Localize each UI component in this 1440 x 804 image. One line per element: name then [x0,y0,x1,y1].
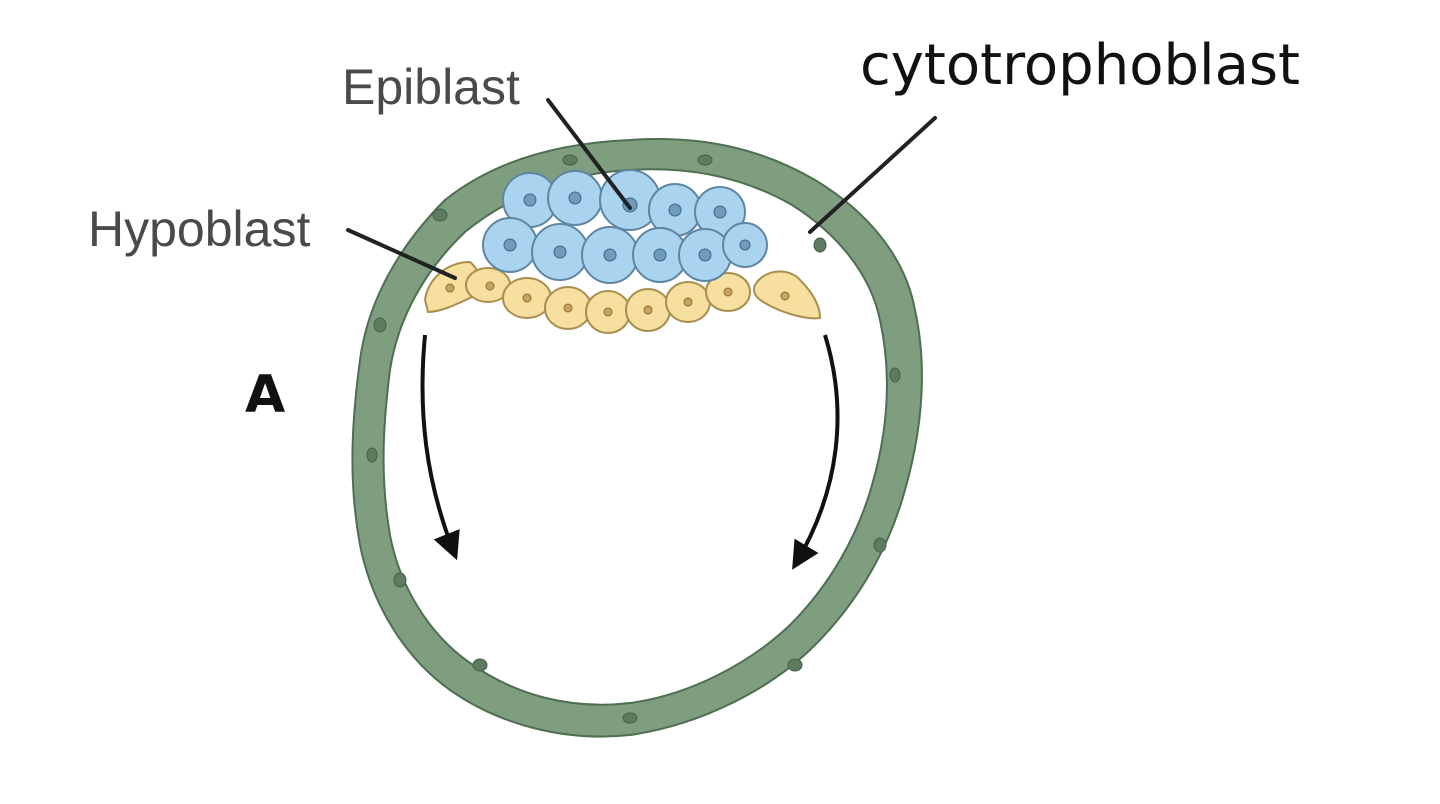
nucleus [553,245,567,259]
right-arrow [792,334,840,570]
nucleus [873,537,887,553]
nucleus [697,154,713,166]
nucleus [723,287,733,297]
nucleus [366,447,378,463]
nucleus [813,237,827,253]
nucleus [668,203,682,217]
nucleus [432,208,448,222]
hypoblast-layer [423,260,822,334]
nucleus [643,305,653,315]
nucleus [780,291,790,301]
leader-lines [346,98,937,280]
nucleus [787,658,803,672]
nucleus [373,317,387,333]
nucleus [522,293,532,303]
left-arrow [420,334,460,561]
nucleus [653,248,667,262]
nucleus [739,239,751,251]
nucleus [603,248,617,262]
label-panel-a: A [245,365,285,425]
nucleus [683,297,693,307]
nucleus [503,238,517,252]
label-epiblast: Epiblast [342,59,520,115]
epiblast-cluster [482,169,768,284]
epiblast-nuclei [503,191,751,262]
nucleus [523,193,537,207]
label-cytotrophoblast: cytotrophoblast [860,33,1300,98]
nucleus [889,367,901,383]
hypoblast-nuclei [445,281,790,317]
migration-arrows [420,334,840,570]
nucleus [445,283,455,293]
nucleus [563,303,573,313]
label-hypoblast: Hypoblast [88,201,310,257]
nucleus [485,281,495,291]
trophoblast-wall [351,137,924,738]
nucleus [562,154,578,166]
nucleus [713,205,727,219]
nucleus [472,658,488,672]
epiblast-leader [546,98,632,210]
nucleus [568,191,582,205]
nucleus [698,248,712,262]
cytotrophoblast-ring [351,137,924,738]
nucleus [393,572,407,588]
trophoblast-nuclei [366,154,901,724]
cytotrophoblast-leader [808,116,937,234]
nucleus [622,712,638,724]
hypoblast-leader [346,228,457,280]
nucleus [603,307,613,317]
